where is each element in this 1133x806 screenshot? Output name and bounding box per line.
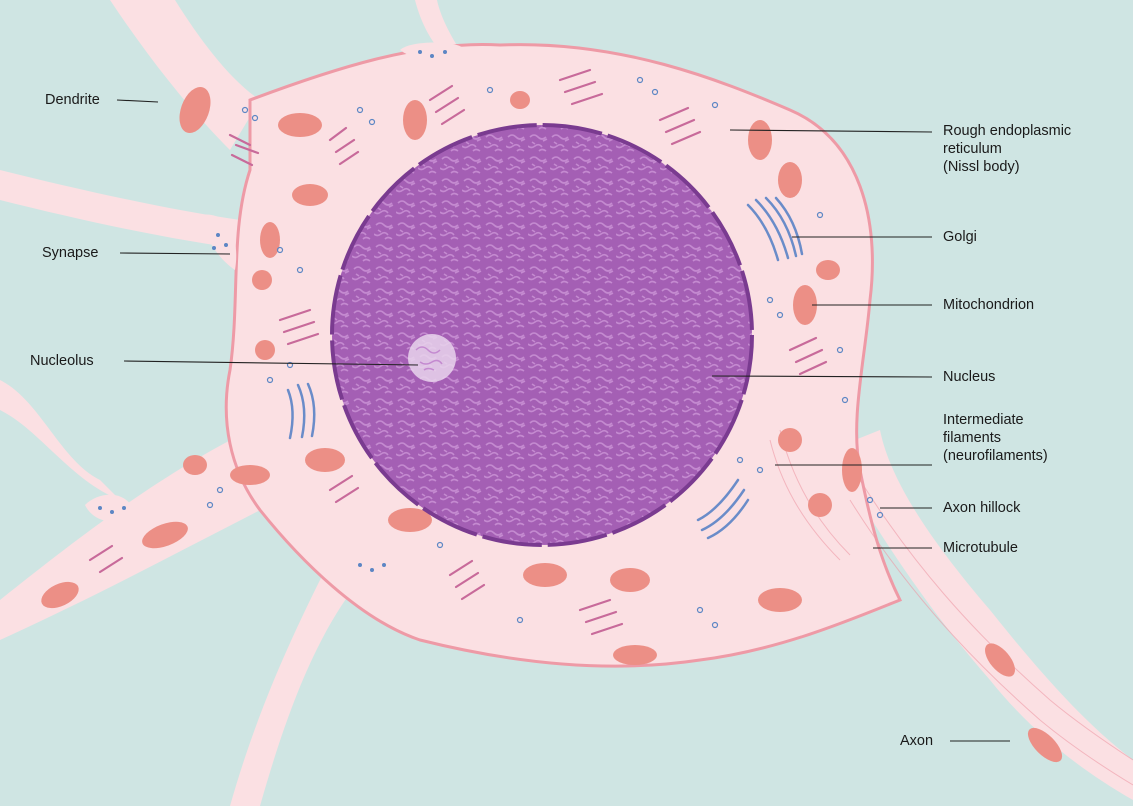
synaptic-vesicle: [382, 563, 386, 567]
mitochondrion-icon: [260, 222, 280, 258]
mitochondrion-icon: [842, 448, 862, 492]
label-nucleolus: Nucleolus: [30, 352, 94, 370]
synaptic-vesicle: [212, 246, 216, 250]
synaptic-vesicle: [443, 50, 447, 54]
synaptic-vesicle: [98, 506, 102, 510]
synaptic-vesicle: [370, 568, 374, 572]
nucleus-body: [332, 125, 752, 545]
label-filaments-line1: Intermediate: [943, 411, 1048, 429]
label-synapse: Synapse: [42, 244, 98, 262]
label-rough-er-line2: reticulum: [943, 140, 1071, 158]
mitochondrion-icon: [610, 568, 650, 592]
label-axon: Axon: [900, 732, 933, 750]
synaptic-vesicle: [122, 506, 126, 510]
label-intermediate-filaments: Intermediate filaments (neurofilaments): [943, 411, 1048, 465]
mitochondrion-icon: [510, 91, 530, 109]
mitochondrion-icon: [748, 120, 772, 160]
mitochondrion-icon: [778, 428, 802, 452]
mitochondrion-icon: [403, 100, 427, 140]
synaptic-vesicle: [110, 510, 114, 514]
synaptic-vesicle: [430, 54, 434, 58]
label-nucleus: Nucleus: [943, 368, 995, 386]
mitochondrion-icon: [816, 260, 840, 280]
synaptic-vesicle: [418, 50, 422, 54]
label-axon-hillock: Axon hillock: [943, 499, 1020, 517]
mitochondrion-icon: [255, 340, 275, 360]
label-filaments-line3: (neurofilaments): [943, 447, 1048, 465]
mitochondrion-icon: [183, 455, 207, 475]
mitochondrion-icon: [305, 448, 345, 472]
mitochondrion-icon: [808, 493, 832, 517]
mitochondrion-icon: [778, 162, 802, 198]
label-microtubule: Microtubule: [943, 539, 1018, 557]
mitochondrion-icon: [252, 270, 272, 290]
nucleolus: [408, 334, 456, 382]
label-rough-er-line1: Rough endoplasmic: [943, 122, 1071, 140]
mitochondrion-icon: [292, 184, 328, 206]
label-golgi: Golgi: [943, 228, 977, 246]
nucleus-group: [332, 125, 752, 545]
label-mitochondrion: Mitochondrion: [943, 296, 1034, 314]
mitochondrion-icon: [230, 465, 270, 485]
mitochondrion-icon: [758, 588, 802, 612]
synaptic-vesicle: [224, 243, 228, 247]
synaptic-vesicle: [216, 233, 220, 237]
label-filaments-line2: filaments: [943, 429, 1048, 447]
label-dendrite: Dendrite: [45, 91, 100, 109]
mitochondrion-icon: [523, 563, 567, 587]
synaptic-vesicle: [358, 563, 362, 567]
mitochondrion-icon: [278, 113, 322, 137]
label-rough-er-line3: (Nissl body): [943, 158, 1071, 176]
label-rough-er: Rough endoplasmic reticulum (Nissl body): [943, 122, 1071, 176]
mitochondrion-icon: [613, 645, 657, 665]
